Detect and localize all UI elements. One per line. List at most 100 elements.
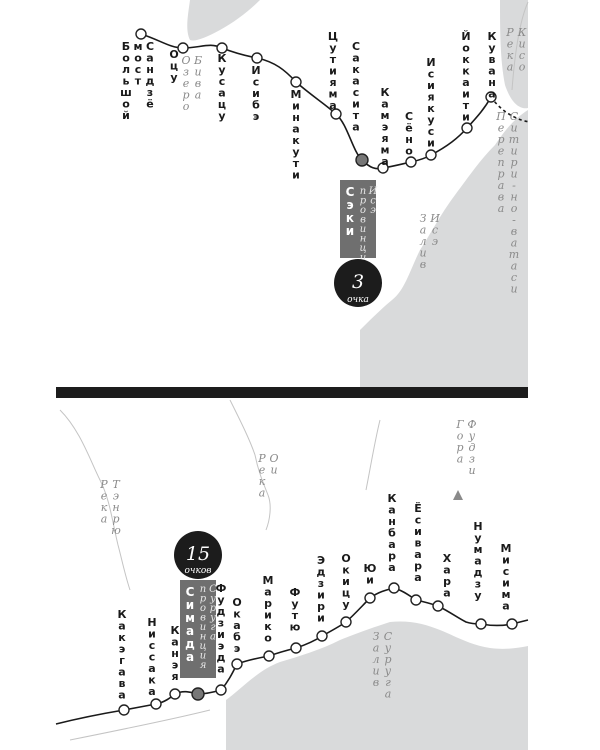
- svg-text:и: и: [502, 577, 510, 590]
- svg-text:ё: ё: [146, 98, 153, 111]
- svg-text:о: о: [457, 430, 464, 443]
- svg-text:н: н: [510, 191, 517, 204]
- svg-text:р: р: [414, 560, 422, 573]
- svg-text:м: м: [329, 88, 338, 101]
- svg-text:ц: ц: [218, 98, 226, 111]
- svg-text:а: а: [488, 88, 495, 101]
- svg-text:т: т: [353, 109, 360, 122]
- bottom-route: [55, 582, 529, 725]
- svg-text:и: и: [414, 525, 422, 538]
- svg-text:К: К: [118, 608, 127, 621]
- svg-text:-: -: [512, 214, 516, 227]
- panel-divider: [56, 387, 528, 398]
- svg-text:а: а: [146, 52, 153, 65]
- svg-text:а: а: [462, 76, 469, 89]
- svg-text:и: и: [510, 168, 517, 181]
- svg-text:д: д: [469, 441, 476, 454]
- station-marker-misima: [506, 618, 518, 630]
- bottom-river-line-3: [365, 419, 381, 491]
- svg-text:З: З: [420, 212, 427, 225]
- svg-text:э: э: [218, 640, 225, 653]
- svg-text:о: о: [200, 603, 206, 614]
- svg-text:т: т: [509, 248, 519, 261]
- svg-text:а: а: [381, 98, 388, 111]
- svg-text:л: л: [419, 235, 426, 248]
- station-marker-isibe: [251, 52, 263, 64]
- svg-text:я: я: [171, 670, 178, 683]
- svg-text:к: к: [462, 65, 470, 78]
- svg-text:и: и: [292, 100, 300, 113]
- svg-text:у: у: [218, 64, 225, 77]
- svg-text:в: в: [360, 215, 366, 226]
- svg-text:ц: ц: [200, 641, 207, 652]
- svg-text:и: и: [518, 38, 525, 51]
- svg-text:и: и: [427, 79, 435, 92]
- svg-text:С: С: [510, 110, 519, 123]
- svg-text:и: и: [462, 111, 470, 124]
- svg-text:э: э: [253, 110, 260, 123]
- svg-text:и: и: [317, 612, 325, 625]
- svg-text:а: а: [352, 121, 359, 134]
- svg-text:а: а: [148, 662, 155, 675]
- svg-text:С: С: [346, 185, 355, 199]
- svg-text:м: м: [381, 144, 390, 157]
- svg-text:н: н: [360, 234, 367, 245]
- station-marker-yosivara: [410, 594, 422, 606]
- svg-text:р: р: [388, 550, 396, 563]
- svg-text:э: э: [234, 642, 241, 655]
- seki-score-badge: [334, 259, 382, 307]
- svg-text:и: и: [510, 145, 517, 158]
- svg-text:Ф: Ф: [467, 418, 476, 431]
- svg-text:и: и: [270, 464, 277, 477]
- svg-text:п: п: [497, 156, 504, 169]
- svg-text:К: К: [171, 624, 180, 637]
- svg-text:з: з: [475, 578, 481, 591]
- svg-text:э: э: [346, 198, 353, 212]
- svg-text:С: С: [405, 110, 413, 123]
- svg-text:в: в: [195, 77, 201, 90]
- svg-text:Й: Й: [461, 30, 470, 43]
- svg-text:э: э: [432, 235, 438, 248]
- svg-text:к: к: [101, 501, 108, 514]
- svg-text:с: с: [219, 75, 226, 88]
- svg-text:д: д: [217, 651, 226, 664]
- svg-text:т: т: [509, 133, 519, 146]
- svg-text:о: о: [511, 202, 518, 215]
- svg-text:м: м: [134, 40, 143, 53]
- simada-score-label: очков: [184, 566, 211, 576]
- station-marker-isiyakusi: [425, 149, 437, 161]
- station-marker-nissaka: [150, 698, 162, 710]
- svg-text:ь: ь: [123, 75, 130, 88]
- svg-text:с: с: [432, 224, 438, 237]
- svg-text:л: л: [372, 653, 379, 666]
- svg-text:К: К: [218, 52, 227, 65]
- svg-text:е: е: [259, 464, 266, 477]
- svg-text:р: р: [384, 653, 391, 666]
- svg-text:с: с: [503, 565, 510, 578]
- lake-biwa-shape: [187, 0, 260, 41]
- svg-text:ш: ш: [120, 86, 132, 99]
- svg-text:ю: ю: [290, 621, 301, 634]
- top-route-dashed-extension: [490, 96, 531, 123]
- svg-text:с: с: [370, 196, 376, 207]
- svg-text:п: п: [360, 186, 366, 197]
- svg-text:в: в: [420, 258, 426, 271]
- svg-text:а: а: [210, 632, 216, 643]
- svg-text:р: р: [510, 156, 517, 169]
- station-marker-seki: [355, 153, 369, 167]
- bottom-map-panel: КакэгаваНиссакаКанэяФудзиэдаОкабэМарикоФ…: [55, 399, 529, 750]
- svg-text:Ф: Ф: [216, 582, 227, 595]
- svg-text:М: М: [291, 88, 302, 101]
- svg-text:и: и: [352, 98, 360, 111]
